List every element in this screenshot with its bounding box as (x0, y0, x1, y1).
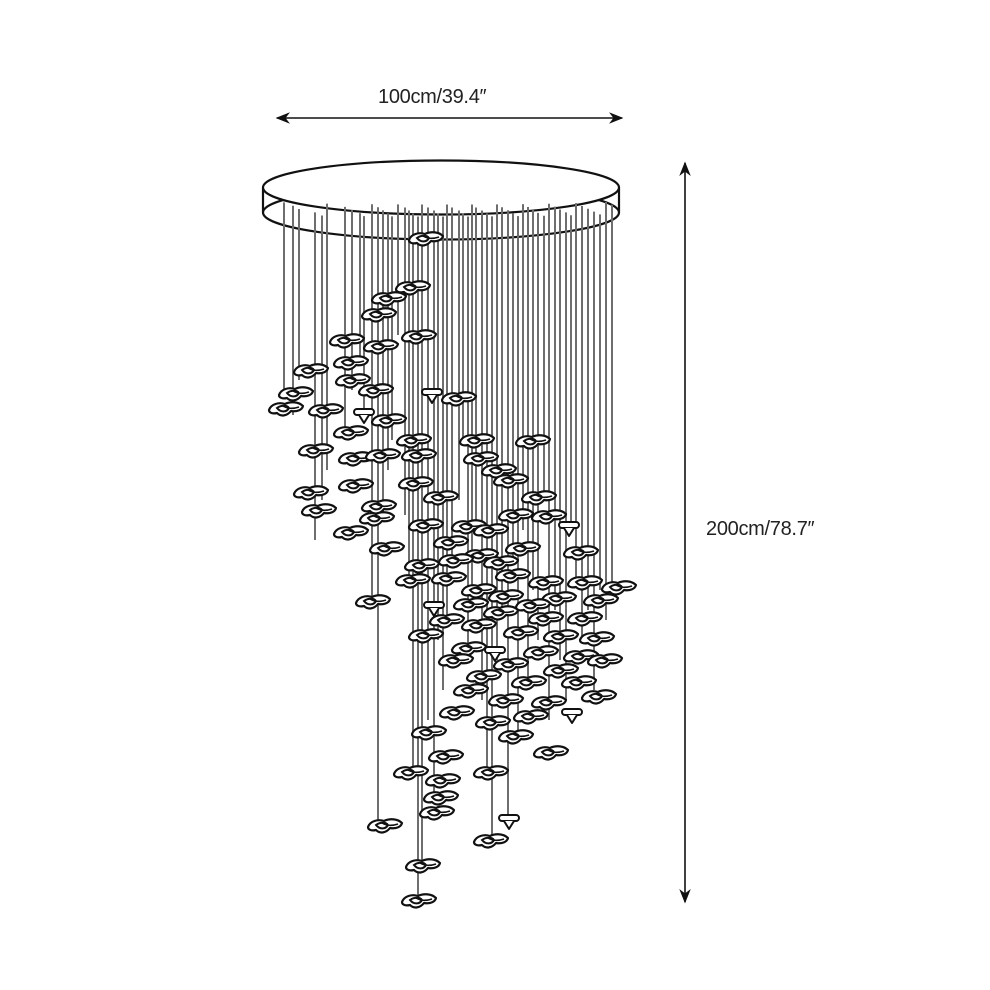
height-dimension-label: 200cm/78.7″ (706, 518, 815, 540)
leaf-glass-pendant (542, 629, 580, 645)
leaf-glass-pendant (527, 575, 565, 591)
leaf-glass-pendant (360, 499, 398, 515)
leaf-glass-pendant (527, 611, 565, 627)
leaf-glass-pendant (267, 401, 305, 417)
leaf-glass-pendant (532, 745, 570, 761)
leaf-glass-pendant (514, 598, 552, 614)
leaf-glass-pendant (482, 555, 520, 571)
leaf-glass-pendant (520, 490, 558, 506)
leaf-glass-pendant (404, 858, 442, 874)
leaf-glass-pendant (482, 605, 520, 621)
leaf-glass-pendant (502, 625, 540, 641)
leaf-glass-pendant (400, 329, 438, 345)
ceiling-canopy (261, 159, 621, 241)
leaf-glass-pendant (440, 391, 478, 407)
leaf-glass-pendant (450, 641, 488, 657)
leaf-glass-pendant (432, 535, 470, 551)
leaf-glass-pendant (497, 729, 535, 745)
leaf-glass-pendant (410, 725, 448, 741)
leaf-glass-pendant (465, 669, 503, 685)
leaf-glass-pendant (370, 413, 408, 429)
leaf-glass-pendant (328, 333, 366, 349)
leaf-glass-pendant (512, 709, 550, 725)
leaf-glass-pendant (586, 653, 624, 669)
leaf-glass-pendant (437, 653, 475, 669)
leaf-glass-pendant (460, 618, 498, 634)
leaf-glass-pendant (400, 448, 438, 464)
leaf-glass-pendant (360, 307, 398, 323)
leaf-glass-pendant (430, 571, 468, 587)
leaf-glass-pendant (300, 503, 338, 519)
leaf-glass-pendant (427, 749, 465, 765)
leaf-glass-pendant (510, 675, 548, 691)
leaf-glass-pendant (472, 765, 510, 781)
leaf-glass-pendant (366, 818, 404, 834)
leaf-glass-pendant (504, 541, 542, 557)
width-dimension-label: 100cm/39.4″ (378, 86, 487, 108)
leaf-glass-pendant (358, 511, 396, 527)
leaf-glass-pendant (424, 773, 462, 789)
leaf-glass-pendant (332, 355, 370, 371)
leaf-glass-pendant (407, 628, 445, 644)
leaf-glass-pendant (418, 805, 456, 821)
leaf-glass-pendant (354, 594, 392, 610)
leaf-glass-pendant (492, 657, 530, 673)
leaf-glass-pendant (472, 833, 510, 849)
spinning-top-pendant (498, 814, 520, 830)
leaf-glass-pendant (494, 568, 532, 584)
leaf-glass-pendant (428, 613, 466, 629)
leaf-glass-pendant (522, 645, 560, 661)
leaf-glass-pendant (332, 525, 370, 541)
leaf-glass-pendant (578, 631, 616, 647)
leaf-glass-pendant (474, 715, 512, 731)
leaf-glass-pendant (562, 545, 600, 561)
leaf-glass-pendant (395, 433, 433, 449)
leaf-glass-pendant (582, 593, 620, 609)
leaf-glass-pendant (566, 575, 604, 591)
leaf-glass-pendant (560, 675, 598, 691)
leaf-glass-pendant (368, 541, 406, 557)
leaf-glass-pendant (438, 705, 476, 721)
leaf-glass-pendant (394, 573, 432, 589)
leaf-glass-pendant (600, 580, 638, 596)
spinning-top-pendant (561, 708, 583, 724)
leaf-glass-pendant (337, 478, 375, 494)
leaf-glass-pendant (580, 689, 618, 705)
leaf-glass-pendant (542, 663, 580, 679)
leaf-glass-pendant (370, 291, 408, 307)
leaf-glass-pendant (566, 611, 604, 627)
leaf-glass-pendant (364, 448, 402, 464)
leaf-glass-pendant (458, 433, 496, 449)
leaf-glass-pendant (277, 386, 315, 402)
leaf-glass-pendant (400, 893, 438, 909)
leaf-glass-pendant (332, 425, 370, 441)
leaf-glass-pendant (422, 790, 460, 806)
leaf-glass-pendant (307, 403, 345, 419)
leaf-glass-pendant (530, 695, 568, 711)
